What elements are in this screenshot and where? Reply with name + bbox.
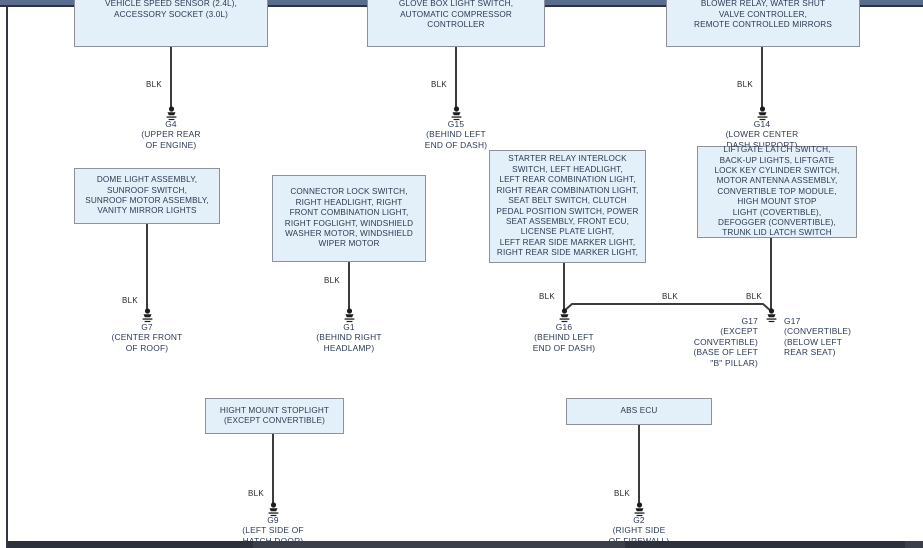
wire-label-g14: BLK (737, 80, 754, 89)
wire-to-g17 (770, 238, 772, 311)
component-box-dome-light-assembly: DOME LIGHT ASSEMBLY, SUNROOF SWITCH, SUN… (74, 168, 220, 224)
ground-symbol-g2 (630, 502, 649, 519)
wire-to-g4 (170, 47, 172, 111)
horizontal-scrollbar-thumb[interactable] (8, 541, 253, 548)
ground-desc-g4: (UPPER REAR OF ENGINE) (141, 129, 201, 150)
wire-to-g9 (272, 434, 274, 505)
wire-label-g4: BLK (146, 80, 163, 89)
ground-symbol-g1 (340, 308, 359, 325)
component-box-text: STARTER RELAY INTERLOCK SWITCH, LEFT HEA… (496, 154, 639, 258)
ground-desc-g16: (BEHIND LEFT END OF DASH) (532, 332, 596, 353)
ground-label-g2: G2 (633, 515, 645, 525)
wire-g16-to-g17-link (563, 303, 772, 312)
wire-to-g14 (761, 47, 763, 111)
ground-symbol-g7 (138, 308, 157, 325)
component-box-fuel-pump-relay: FUEL PUMP RELAY, GLOVE BOX LIGHT SWITCH,… (367, 0, 545, 47)
page-left-border (6, 7, 8, 548)
component-box-high-mount-stoplight: HIGHT MOUNT STOPLIGHT (EXCEPT CONVERTIBL… (205, 398, 344, 434)
component-box-liftgate-latch-switch: LIFTGATE LATCH SWITCH, BACK-UP LIGHTS, L… (697, 145, 857, 238)
component-box-text: HIGHT MOUNT STOPLIGHT (EXCEPT CONVERTIBL… (219, 405, 330, 425)
ground-desc-g1: (BEHIND RIGHT HEADLAMP) (316, 332, 382, 353)
ground-label-g7: G7 (141, 322, 153, 332)
wire-label-g2: BLK (614, 489, 631, 498)
ground-desc-g2: (RIGHT SIDE OF FIREWALL) (609, 525, 670, 546)
wire-label-g16-g17-link: BLK (662, 292, 679, 301)
wire-to-g1 (348, 262, 350, 311)
ground-label-g15: G15 (447, 119, 465, 129)
wire-to-g7 (146, 224, 148, 311)
component-box-text: VEHICLE SPEED SENSOR (2.4L), ACCESSORY S… (104, 0, 238, 19)
wire-to-g16 (563, 263, 565, 311)
horizontal-scrollbar-thumb-secondary[interactable] (625, 541, 905, 548)
ground-symbol-g17-except-convertible (762, 308, 781, 325)
wire-label-g16: BLK (539, 292, 556, 301)
component-box-connector-lock-switch: CONNECTOR LOCK SWITCH, RIGHT HEADLIGHT, … (272, 175, 426, 262)
wire-label-g15: BLK (431, 80, 448, 89)
ground-desc-g15: (BEHIND LEFT END OF DASH) (424, 129, 488, 150)
ground-label-g16: G16 (555, 322, 573, 332)
component-box-text: FUEL PUMP RELAY, GLOVE BOX LIGHT SWITCH,… (398, 0, 514, 29)
wire-to-g2 (638, 425, 640, 505)
ground-symbol-g15 (447, 106, 466, 123)
wire-label-g7: BLK (122, 296, 139, 305)
ground-symbol-g9 (264, 502, 283, 519)
ground-label-g17-except-convertible: G17 (741, 316, 758, 326)
ground-label-g1: G1 (343, 322, 355, 332)
wire-label-g1: BLK (324, 276, 341, 285)
component-box-starter-relay-interlock: STARTER RELAY INTERLOCK SWITCH, LEFT HEA… (489, 150, 646, 263)
ground-symbol-g4 (162, 106, 181, 123)
component-box-text: CONNECTOR LOCK SWITCH, RIGHT HEADLIGHT, … (284, 187, 414, 249)
ground-desc-g7: (CENTER FRONT OF ROOF) (111, 332, 183, 353)
component-box-text: ECU, IMMOBILIZER ECU, BLOWER RELAY, WATE… (694, 0, 832, 29)
wire-label-g17: BLK (746, 292, 763, 301)
ground-desc-g14: (LOWER CENTER DASH SUPPORT) (725, 129, 799, 150)
wire-label-g9: BLK (248, 489, 265, 498)
component-box-vehicle-speed-sensor: VEHICLE SPEED SENSOR (2.4L), ACCESSORY S… (74, 0, 268, 47)
ground-label-g9: G9 (267, 515, 279, 525)
component-box-text: DOME LIGHT ASSEMBLY, SUNROOF SWITCH, SUN… (85, 175, 209, 216)
component-box-text: ABS ECU (620, 406, 658, 416)
ground-desc-g9: (LEFT SIDE OF HATCH DOOR) (242, 525, 304, 546)
ground-label-g17-convertible: G17 (784, 316, 801, 326)
ground-label-g4: G4 (165, 119, 177, 129)
ground-symbol-g14 (753, 106, 772, 123)
ground-desc-g17-convertible: (CONVERTIBLE) (BELOW LEFT REAR SEAT) (784, 326, 852, 357)
component-box-abs-ecu: ABS ECU (566, 398, 712, 425)
ground-symbol-g16 (555, 308, 574, 325)
horizontal-scrollbar-track[interactable] (8, 541, 923, 548)
component-box-ecu-immobilizer: ECU, IMMOBILIZER ECU, BLOWER RELAY, WATE… (666, 0, 860, 47)
wire-to-g15 (455, 47, 457, 111)
ground-label-g14: G14 (753, 119, 771, 129)
component-box-text: LIFTGATE LATCH SWITCH, BACK-UP LIGHTS, L… (714, 145, 840, 238)
ground-desc-g17-except-convertible: (EXCEPT CONVERTIBLE) (BASE OF LEFT "B" P… (693, 326, 758, 368)
